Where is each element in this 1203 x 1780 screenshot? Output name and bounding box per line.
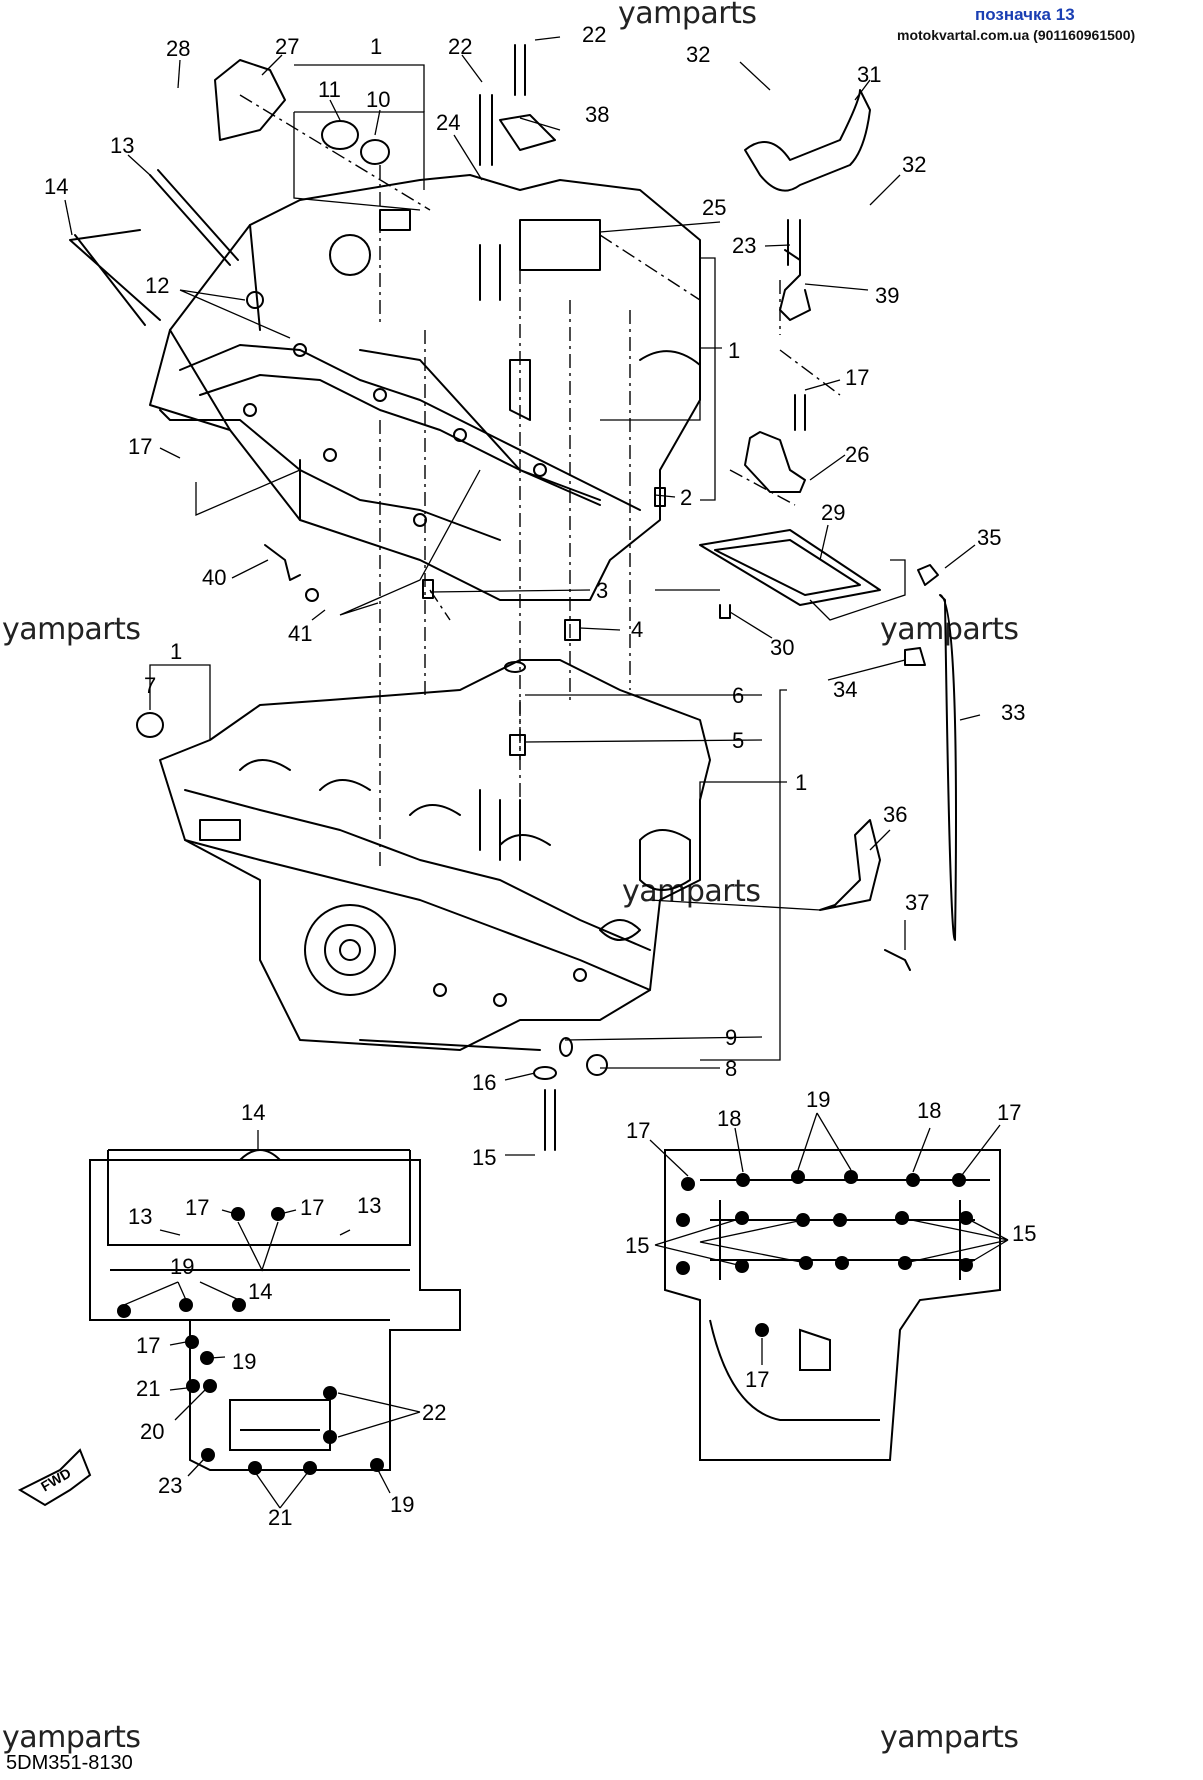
hose-33-drawing: [939, 594, 957, 941]
callout: 29: [821, 500, 845, 525]
bracket-36-drawing: [819, 819, 881, 911]
callout: 16: [472, 1070, 496, 1095]
callout: 22: [422, 1400, 446, 1425]
callout: 40: [202, 565, 226, 590]
callout: 24: [436, 110, 460, 135]
callout: 30: [770, 635, 794, 660]
callout: 22: [582, 22, 606, 47]
callout: 15: [472, 1145, 496, 1170]
callout: 13: [357, 1193, 381, 1218]
bracket-39-drawing: [779, 249, 811, 321]
callout: 14: [248, 1279, 272, 1304]
callout: 1: [795, 770, 807, 795]
callout: 17: [997, 1100, 1021, 1125]
inset-bottom-left: FWD 14 13 17 17 13 19 14 17 19 21 22 20 …: [17, 1100, 461, 1530]
callout: 21: [136, 1376, 160, 1401]
callout: 23: [732, 233, 756, 258]
callout: 7: [144, 673, 156, 698]
callout: 33: [1001, 700, 1025, 725]
callout: 39: [875, 283, 899, 308]
callout: 10: [366, 87, 390, 112]
callout: 6: [732, 683, 744, 708]
callout: 1: [170, 639, 182, 664]
callout: 17: [300, 1195, 324, 1220]
callout: 3: [596, 578, 608, 603]
callout: 11: [318, 77, 341, 102]
watermark: yamparts: [2, 612, 141, 647]
callout: 19: [390, 1492, 414, 1517]
callout: 38: [585, 102, 609, 127]
callouts-main: 22 28 27 1 11 10 22 38 24 32 31 32 13 14…: [44, 22, 1025, 1170]
callout: 2: [680, 485, 692, 510]
callout: 34: [833, 677, 857, 702]
diagram-code: 5DM351-8130: [6, 1752, 133, 1774]
callout: 14: [241, 1100, 265, 1125]
callout: 27: [275, 34, 299, 59]
callout: 13: [110, 133, 134, 158]
callout: 36: [883, 802, 907, 827]
lower-crankcase-drawing: [159, 659, 711, 1051]
callout: 19: [806, 1087, 830, 1112]
callout: 9: [725, 1025, 737, 1050]
callout: 13: [128, 1204, 152, 1229]
callout: 8: [725, 1056, 737, 1081]
watermark: yamparts: [880, 1720, 1019, 1755]
fwd-arrow-icon: [17, 1448, 92, 1507]
callout: 32: [686, 42, 710, 67]
callout: 31: [857, 62, 881, 87]
callout: 41: [288, 621, 312, 646]
oil-strainer-drawing: [699, 529, 881, 606]
callout: 12: [145, 273, 169, 298]
callout: 14: [44, 174, 68, 199]
callout: 22: [448, 34, 472, 59]
header-site: motokvartal.com.ua (901160961500): [897, 27, 1136, 43]
callout: 18: [717, 1106, 741, 1131]
callout: 28: [166, 36, 190, 61]
watermark: yamparts: [2, 1720, 141, 1755]
hose-31-drawing: [744, 89, 871, 192]
callout: 35: [977, 525, 1001, 550]
callout: 4: [631, 617, 643, 642]
callout: 15: [625, 1233, 649, 1258]
callout: 1: [728, 338, 740, 363]
callout: 15: [1012, 1221, 1036, 1246]
callout: 21: [268, 1505, 292, 1530]
callout: 19: [232, 1349, 256, 1374]
callout: 37: [905, 890, 929, 915]
callout: 26: [845, 442, 869, 467]
callout: 25: [702, 195, 726, 220]
watermark: yamparts: [622, 874, 761, 909]
callout: 17: [185, 1195, 209, 1220]
callout: 17: [128, 434, 152, 459]
callout: 18: [917, 1098, 941, 1123]
callout: 23: [158, 1473, 182, 1498]
callout: 17: [626, 1118, 650, 1143]
callout: 5: [732, 728, 744, 753]
bracket-26-drawing: [744, 431, 806, 493]
watermark: yamparts: [618, 0, 757, 31]
callout: 19: [170, 1254, 194, 1279]
inset-bottom-right: 19 17 18 18 17 15 15 17: [625, 1087, 1036, 1461]
header-title: позначка 13: [975, 5, 1075, 24]
callout: 17: [745, 1367, 769, 1392]
callout: 20: [140, 1419, 164, 1444]
callout: 1: [370, 34, 382, 59]
callout: 17: [845, 365, 869, 390]
callout: 32: [902, 152, 926, 177]
upper-crankcase-drawing: [149, 174, 701, 601]
callout: 17: [136, 1333, 160, 1358]
